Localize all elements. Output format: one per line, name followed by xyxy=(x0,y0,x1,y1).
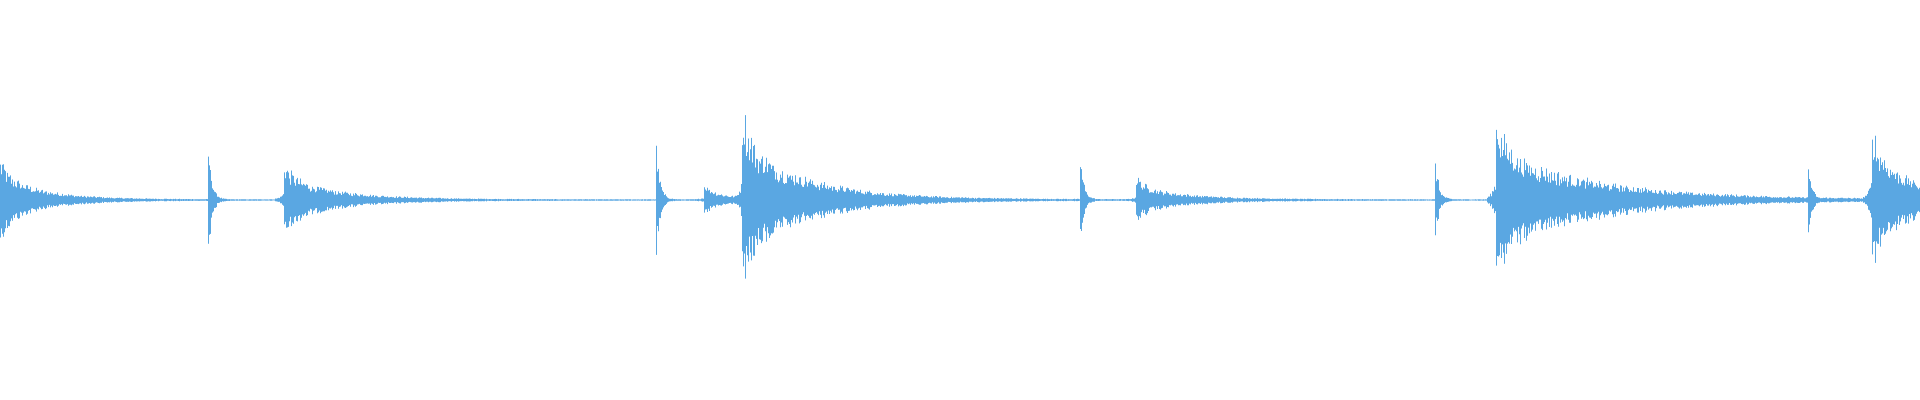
waveform-trace xyxy=(0,115,1920,279)
